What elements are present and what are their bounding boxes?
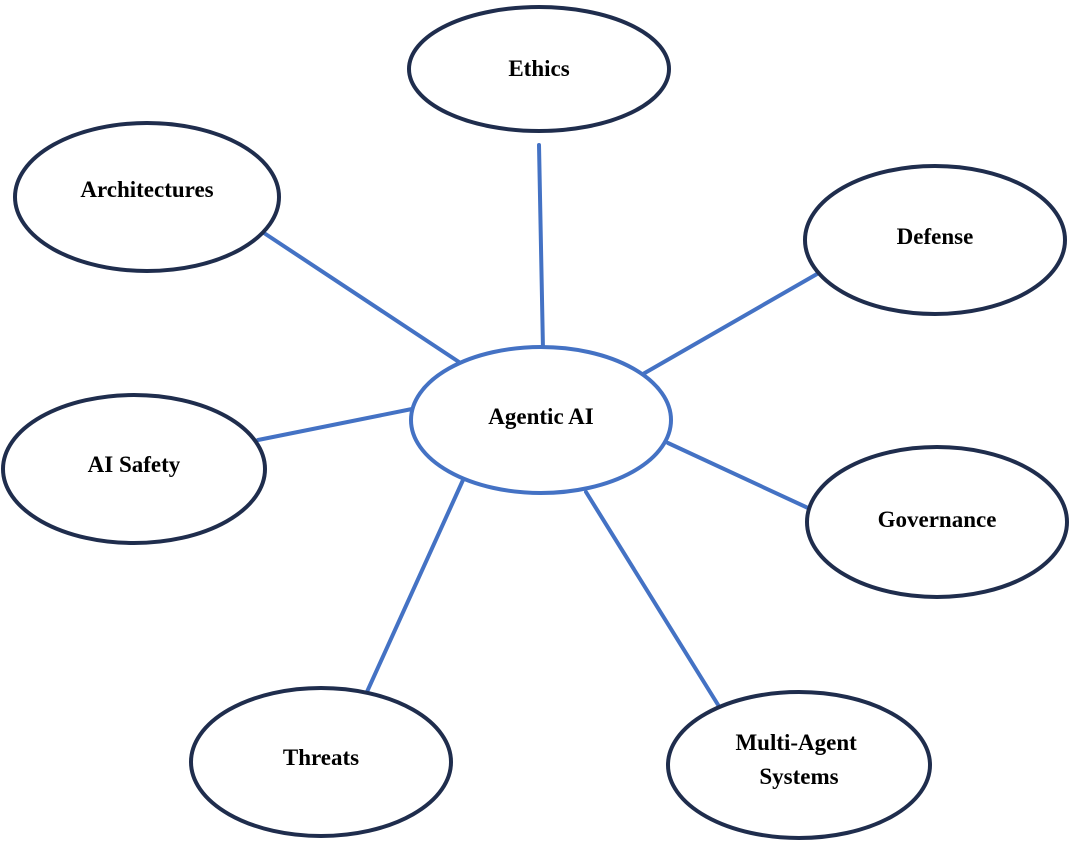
node-threats-label: Threats [283,745,359,770]
node-multi-agent-systems-line-1: Multi-Agent [735,730,857,755]
node-ethics-label: Ethics [508,56,569,81]
node-threats: Threats [189,686,453,838]
node-defense-label: Defense [897,224,974,249]
node-ethics-line-1: Ethics [508,56,569,81]
node-threats-line-1: Threats [283,745,359,770]
node-governance-shape [805,445,1069,599]
node-architectures-label: Architectures [80,177,213,202]
node-ethics: Ethics [407,5,671,133]
edge-architectures [262,231,464,366]
node-defense-shape [803,164,1067,316]
node-multi-agent-systems-shape [666,690,932,840]
node-ai-safety: AI Safety [1,393,267,545]
node-architectures-line-1: Architectures [80,177,213,202]
node-ai-safety-shape [1,393,267,545]
node-governance: Governance [805,445,1069,599]
node-governance-label: Governance [878,507,997,532]
center-node-label: Agentic AI [488,404,593,429]
edge-governance [666,441,810,510]
edge-ethics [537,143,545,352]
center-node-shape [409,345,673,495]
node-multi-agent-systems: Multi-Agent Systems [666,690,932,840]
node-ethics-shape [407,5,671,133]
edge-ai-safety [256,407,414,442]
edge-multi-agent-systems [584,490,722,710]
node-threats-shape [189,686,453,838]
edges [256,143,819,710]
node-multi-agent-systems-label: Multi-Agent Systems [735,730,862,789]
edge-defense [641,272,819,376]
node-ai-safety-line-1: AI Safety [88,452,181,477]
center-node: Agentic AI [409,345,673,495]
node-defense: Defense [803,164,1067,316]
node-architectures-shape [13,121,281,273]
node-defense-line-1: Defense [897,224,974,249]
edge-threats [364,478,465,696]
node-governance-line-1: Governance [878,507,997,532]
node-architectures: Architectures [13,121,281,273]
node-ai-safety-label: AI Safety [88,452,181,477]
node-multi-agent-systems-line-2: Systems [759,764,838,789]
